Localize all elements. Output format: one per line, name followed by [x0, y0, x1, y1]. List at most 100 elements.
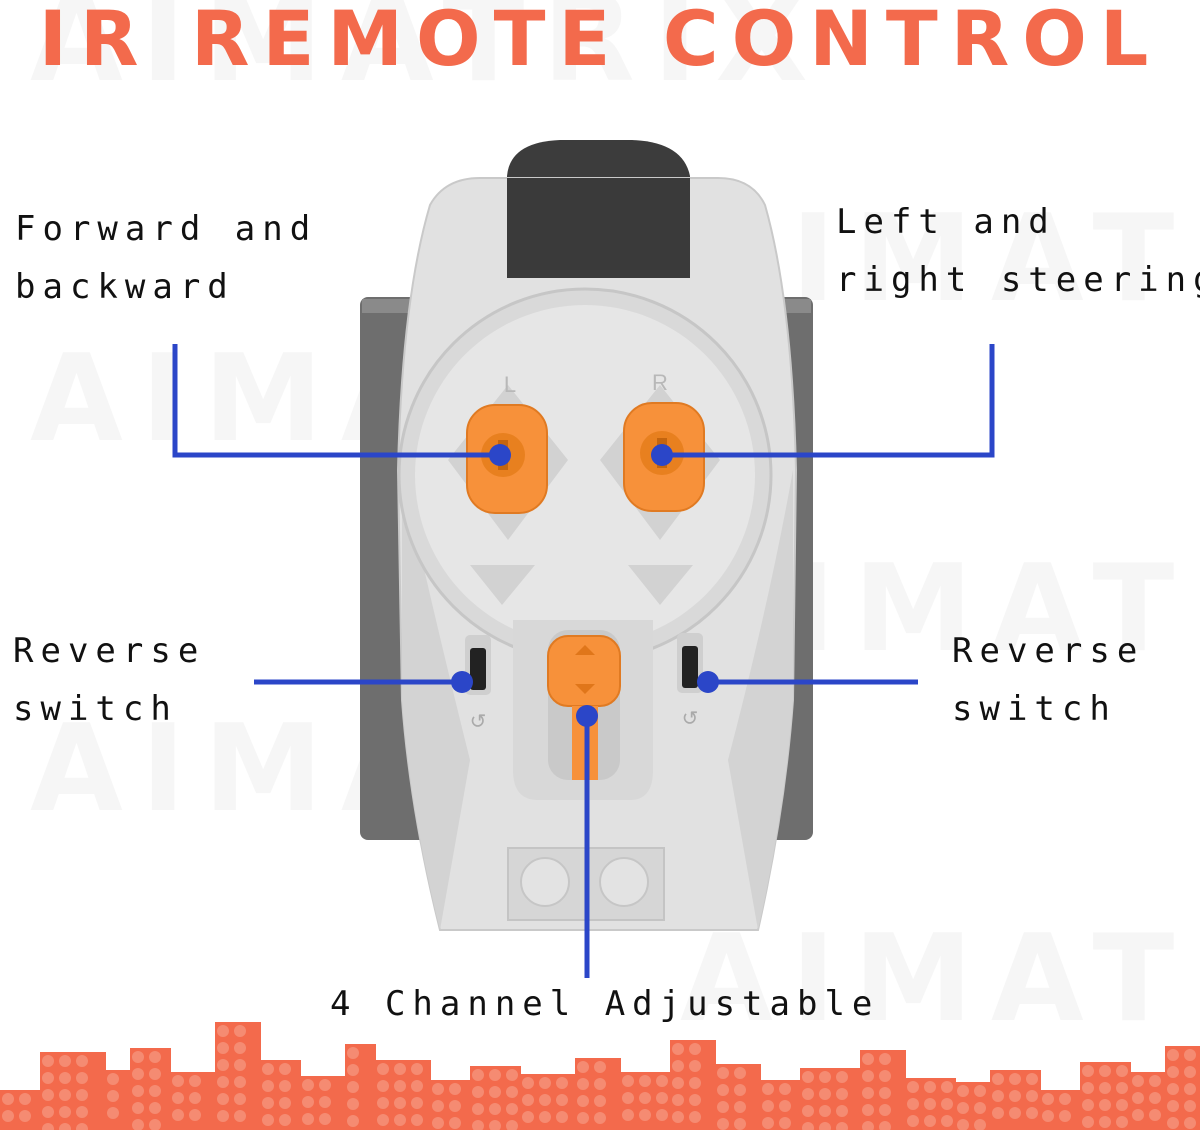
brick-stud: [411, 1063, 423, 1075]
brick-stud: [1042, 1110, 1054, 1122]
brick-stud: [762, 1100, 774, 1112]
brick-stud: [217, 1059, 229, 1071]
brick-stud: [556, 1111, 568, 1123]
brick-stud: [689, 1060, 701, 1072]
brick-stud: [957, 1102, 969, 1114]
brick-stud: [1167, 1083, 1179, 1095]
brick-stud: [172, 1075, 184, 1087]
brick-stud: [234, 1110, 246, 1122]
brick-stud: [862, 1053, 874, 1065]
brick-stud: [2, 1093, 14, 1105]
brick-stud: [941, 1081, 953, 1093]
brick-stud: [319, 1079, 331, 1091]
brick-stud: [974, 1119, 986, 1130]
brick-stud: [907, 1098, 919, 1110]
brick-stud: [594, 1061, 606, 1073]
brick-stud: [132, 1068, 144, 1080]
brick-stud: [1149, 1092, 1161, 1104]
brick-stud: [862, 1104, 874, 1116]
lego-stud: [520, 857, 570, 907]
label-steer-line1: Left and: [836, 202, 1056, 242]
brick-stud: [76, 1106, 88, 1118]
brick-stud: [1026, 1090, 1038, 1102]
brick-stud: [132, 1102, 144, 1114]
brick-stud: [302, 1079, 314, 1091]
brick-stud: [432, 1100, 444, 1112]
brick-stud: [149, 1119, 161, 1130]
brick-stud: [149, 1051, 161, 1063]
brick-stud: [1116, 1082, 1128, 1094]
brick-stud: [819, 1122, 831, 1130]
brick-stud: [42, 1055, 54, 1067]
left-guide-triangle: [470, 565, 535, 605]
dial-letter-left: L: [504, 372, 516, 397]
brick-stud: [59, 1106, 71, 1118]
brick-stud: [689, 1094, 701, 1106]
brick-stud: [879, 1121, 891, 1130]
brick-stud: [622, 1109, 634, 1121]
brick-stud: [76, 1123, 88, 1130]
brick-stud: [42, 1123, 54, 1130]
brick-stud: [217, 1042, 229, 1054]
brick-stud: [689, 1043, 701, 1055]
endpoint-dot: [651, 444, 673, 466]
brick-stud: [862, 1070, 874, 1082]
brick-stud: [377, 1080, 389, 1092]
left-reverse-switch[interactable]: [470, 648, 486, 690]
right-reverse-switch[interactable]: [682, 646, 698, 688]
brick-stud: [639, 1075, 651, 1087]
brick-stud: [347, 1115, 359, 1127]
brick-stud: [734, 1118, 746, 1130]
label-forward-line2: backward: [15, 267, 235, 307]
brick-stud: [432, 1117, 444, 1129]
brick-stud: [1099, 1116, 1111, 1128]
brick-stud: [1132, 1075, 1144, 1087]
brick-stud: [734, 1067, 746, 1079]
brick-stud: [394, 1114, 406, 1126]
brick-stud: [42, 1089, 54, 1101]
brick-stud: [234, 1093, 246, 1105]
brick-stud: [319, 1113, 331, 1125]
brick-stud: [279, 1097, 291, 1109]
brick-stud: [76, 1072, 88, 1084]
label-reverse-switch-left: Reverse switch: [13, 622, 205, 738]
brick-stud: [234, 1042, 246, 1054]
brick-stud: [189, 1109, 201, 1121]
right-guide-triangle: [628, 565, 693, 605]
brick-stud: [59, 1123, 71, 1130]
brick-stud: [1167, 1049, 1179, 1061]
brick-stud: [672, 1043, 684, 1055]
brick-stud: [672, 1060, 684, 1072]
brick-stud: [506, 1120, 518, 1130]
brick-stud: [656, 1075, 668, 1087]
brick-stud: [489, 1103, 501, 1115]
brick-stud: [472, 1086, 484, 1098]
brick-stud: [622, 1075, 634, 1087]
leader-endpoints: [451, 444, 719, 727]
brick-stud: [1059, 1110, 1071, 1122]
endpoint-dot: [489, 444, 511, 466]
brick-stud: [594, 1112, 606, 1124]
brick-stud: [107, 1073, 119, 1085]
brick-stud: [1026, 1107, 1038, 1119]
brick-stud: [1184, 1066, 1196, 1078]
brick-stud: [262, 1063, 274, 1075]
brick-stud: [262, 1114, 274, 1126]
brick-stud: [347, 1081, 359, 1093]
brick-stud: [762, 1083, 774, 1095]
brick-stud: [836, 1088, 848, 1100]
brick-stud: [1059, 1093, 1071, 1105]
brick-stud: [489, 1086, 501, 1098]
brick-stud: [802, 1105, 814, 1117]
brick-stud: [2, 1110, 14, 1122]
brick-stud: [689, 1077, 701, 1089]
brick-stud: [1009, 1090, 1021, 1102]
brick-stud: [539, 1077, 551, 1089]
leader-forward: [172, 344, 500, 458]
brick-stud: [472, 1120, 484, 1130]
brick-stud: [992, 1107, 1004, 1119]
brick-stud: [377, 1114, 389, 1126]
brick-stud: [556, 1077, 568, 1089]
